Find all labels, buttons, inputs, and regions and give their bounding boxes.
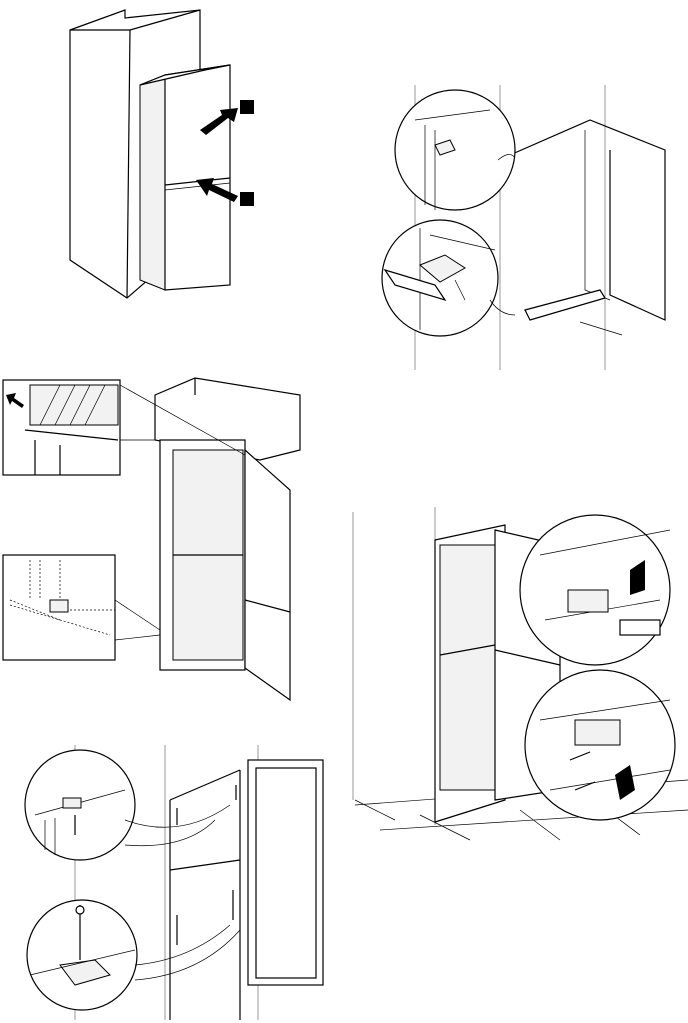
callout-bottom-screw <box>26 899 138 1011</box>
figure-hinge-cover <box>381 85 666 370</box>
figure-door-bracket <box>352 507 688 841</box>
direction-arrow-icon <box>630 560 645 595</box>
figure-seal-strip <box>2 377 301 702</box>
direction-arrow-icon <box>615 765 635 800</box>
figure-screw-fixing <box>24 745 324 1020</box>
figure-insert-appliance <box>69 9 254 299</box>
push-arrow-icon <box>196 100 254 206</box>
